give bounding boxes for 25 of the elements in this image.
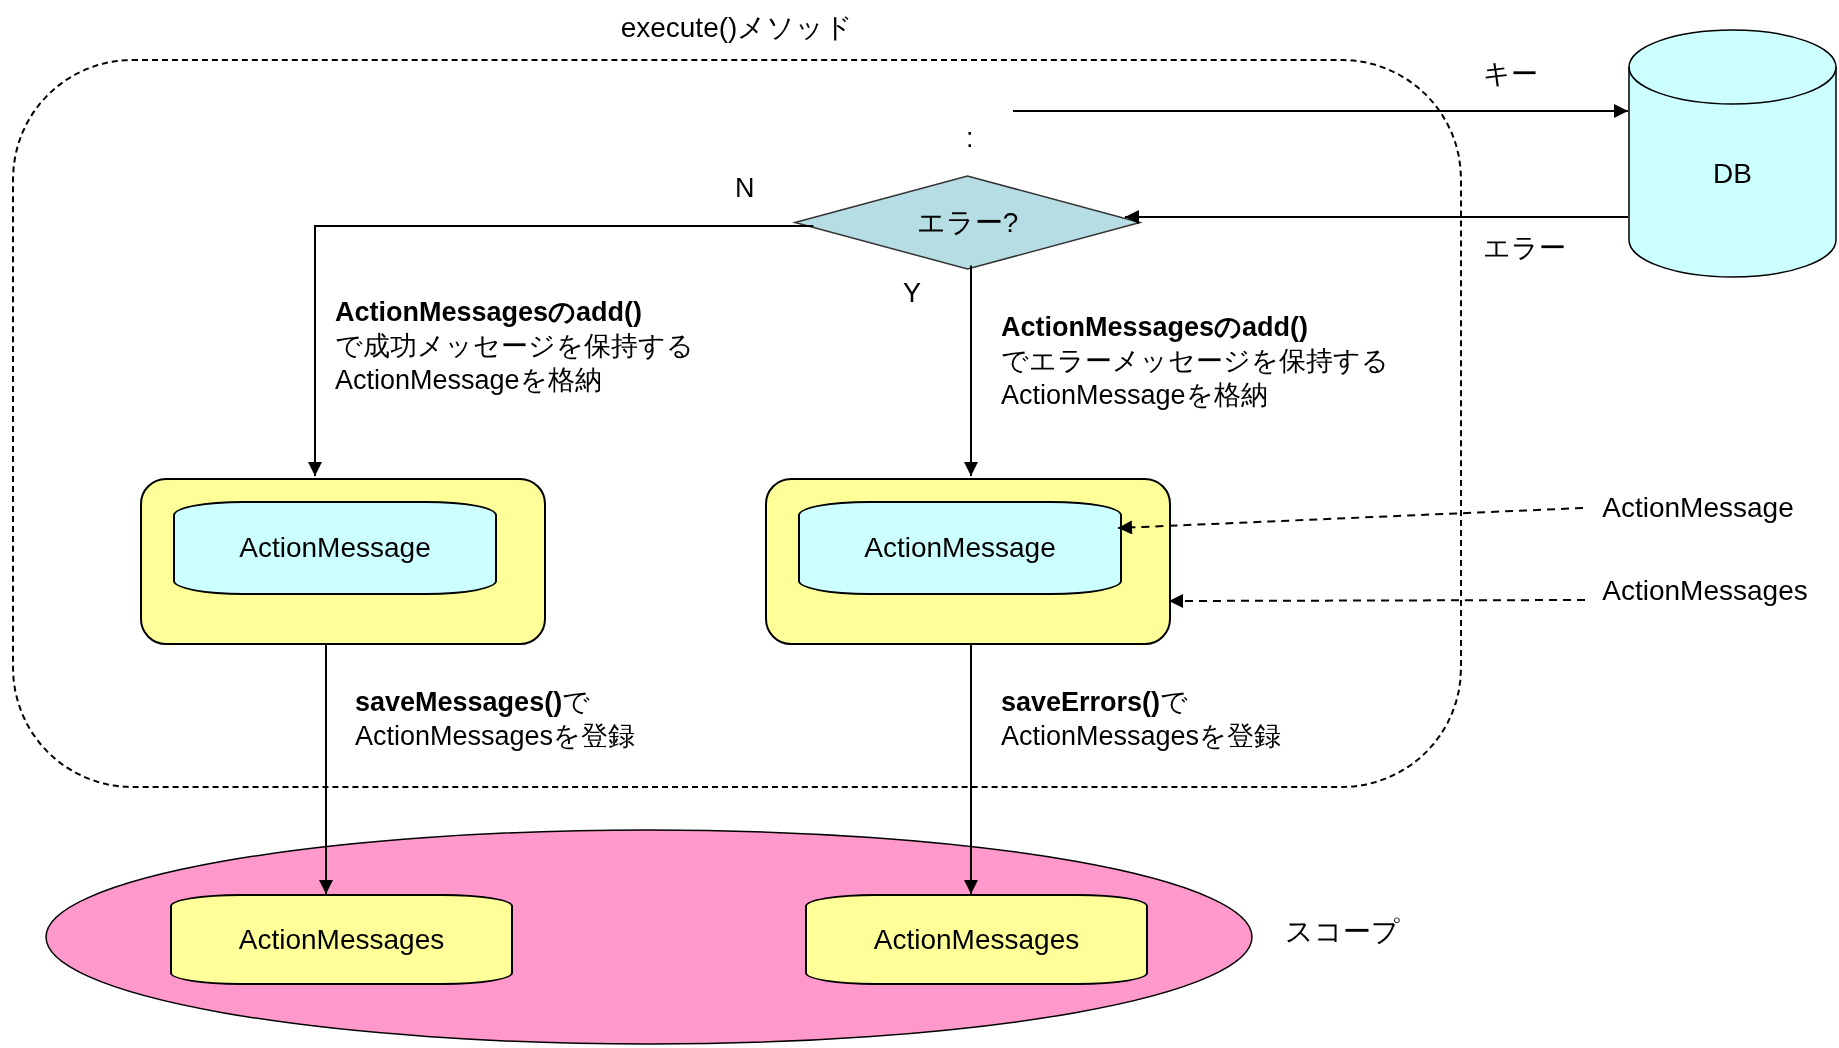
message-box — [173, 501, 497, 595]
edge-label: キー — [1483, 58, 1538, 91]
messages-box — [170, 894, 513, 985]
node-label: DB — [1713, 157, 1752, 190]
node-label: ActionMessages — [238, 923, 445, 956]
node-label: ActionMessage — [239, 532, 431, 564]
region-title: execute()メソッド — [619, 11, 855, 45]
container-box — [140, 478, 546, 645]
node-label: エラー? — [916, 205, 1019, 240]
message-box — [798, 501, 1122, 595]
edge-label: saveErrors()で ActionMessagesを登録 — [1001, 686, 1283, 753]
container-box — [765, 478, 1171, 645]
annotation-text: ActionMessagesのadd() でエラーメッセージを保持する ActionMessageを格納 — [1001, 311, 1390, 412]
node-label: ActionMessages — [1602, 575, 1808, 607]
node-label: ActionMessages — [873, 923, 1080, 956]
edge-label: Y — [903, 277, 921, 310]
edge-label: エラー — [1483, 232, 1566, 265]
edge-label: saveMessages()で ActionMessagesを登録 — [355, 686, 637, 753]
node-label: ActionMessage — [864, 532, 1056, 564]
node-label: ActionMessage — [1602, 492, 1794, 524]
edge-label: N — [735, 172, 755, 205]
side-label: スコープ — [1285, 915, 1400, 949]
annotation-text: ActionMessagesのadd() で成功メッセージを保持する ActionMessageを格納 — [335, 296, 695, 397]
text-mark: : — [966, 122, 975, 155]
messages-box — [805, 894, 1148, 985]
